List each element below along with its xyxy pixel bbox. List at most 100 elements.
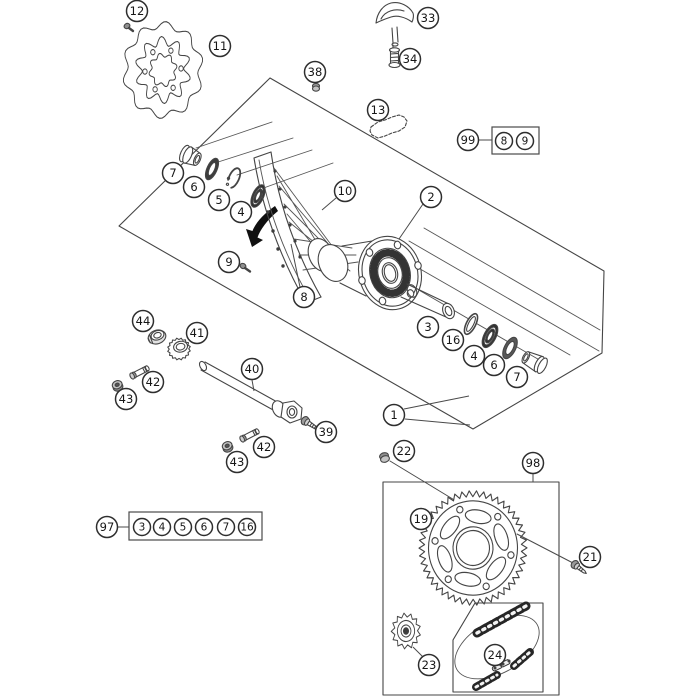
kit-item-circle[interactable] <box>173 517 193 537</box>
callout-label: 3 <box>424 320 431 334</box>
callout-circle[interactable] <box>252 435 276 459</box>
callout-6-18[interactable]: 6 <box>482 353 506 377</box>
callout-circle[interactable] <box>483 643 507 667</box>
callout-circle[interactable] <box>416 6 440 30</box>
callout-11-1[interactable]: 11 <box>208 34 232 58</box>
kit-item-circle[interactable] <box>216 517 236 537</box>
callout-43-24[interactable]: 43 <box>114 387 138 411</box>
callout-circle[interactable] <box>217 250 241 274</box>
callout-98-30[interactable]: 98 <box>521 451 545 475</box>
callout-circle[interactable] <box>416 315 440 339</box>
callout-label: 98 <box>526 456 541 470</box>
callout-13-5[interactable]: 13 <box>366 98 390 122</box>
callout-circle[interactable] <box>419 185 443 209</box>
callout-circle[interactable] <box>208 34 232 58</box>
leader-line-8 <box>290 243 301 288</box>
kit-item-circle[interactable] <box>494 131 514 151</box>
callout-label: 8 <box>300 290 307 304</box>
callout-circle[interactable] <box>95 515 119 539</box>
callout-circle[interactable] <box>409 507 433 531</box>
kit-97-item-6[interactable]: 6 <box>194 517 214 537</box>
callout-16-16[interactable]: 16 <box>441 328 465 352</box>
callout-circle[interactable] <box>303 60 327 84</box>
kit-99-item-9[interactable]: 9 <box>515 131 535 151</box>
callout-circle[interactable] <box>398 47 422 71</box>
callout-circle[interactable] <box>417 653 441 677</box>
callout-circle[interactable] <box>240 357 264 381</box>
callout-7-19[interactable]: 7 <box>505 365 529 389</box>
callout-38-4[interactable]: 38 <box>303 60 327 84</box>
kit-item-circle[interactable] <box>515 131 535 151</box>
callout-2-8[interactable]: 2 <box>419 185 443 209</box>
callout-42-23[interactable]: 42 <box>141 370 165 394</box>
callout-9-13[interactable]: 9 <box>217 250 241 274</box>
callout-circle[interactable] <box>456 128 480 152</box>
kit-97-item-16[interactable]: 16 <box>237 517 257 537</box>
callout-circle[interactable] <box>441 328 465 352</box>
callout-circle[interactable] <box>207 188 231 212</box>
callout-39-26[interactable]: 39 <box>314 420 338 444</box>
callout-8-14[interactable]: 8 <box>292 285 316 309</box>
kit-item-circle[interactable] <box>152 517 172 537</box>
callout-circle[interactable] <box>292 285 316 309</box>
callout-22-29[interactable]: 22 <box>392 439 416 463</box>
callout-circle[interactable] <box>505 365 529 389</box>
callout-19-31[interactable]: 19 <box>409 507 433 531</box>
callout-41-22[interactable]: 41 <box>185 321 209 345</box>
callout-23-34[interactable]: 23 <box>417 653 441 677</box>
callout-10-7[interactable]: 10 <box>333 179 357 203</box>
callout-4-12[interactable]: 4 <box>229 200 253 224</box>
callout-1-20[interactable]: 1 <box>382 403 406 427</box>
callout-circle[interactable] <box>521 451 545 475</box>
callout-24-35[interactable]: 24 <box>483 643 507 667</box>
callout-42-27[interactable]: 42 <box>252 435 276 459</box>
callout-33-2[interactable]: 33 <box>416 6 440 30</box>
callout-circle[interactable] <box>392 439 416 463</box>
callout-43-28[interactable]: 43 <box>225 450 249 474</box>
kit-99-item-8[interactable]: 8 <box>494 131 514 151</box>
callout-circle[interactable] <box>114 387 138 411</box>
callout-circle[interactable] <box>225 450 249 474</box>
callout-21-32[interactable]: 21 <box>578 545 602 569</box>
callout-label: 13 <box>371 103 386 117</box>
callout-4-17[interactable]: 4 <box>462 344 486 368</box>
callout-circle[interactable] <box>125 0 149 23</box>
callout-97-33[interactable]: 97 <box>95 515 119 539</box>
chain-run-right <box>510 648 534 670</box>
callout-circle[interactable] <box>462 344 486 368</box>
callout-circle[interactable] <box>578 545 602 569</box>
sprocket-bolt <box>570 560 587 575</box>
kit-97-item-4[interactable]: 4 <box>152 517 172 537</box>
callout-circle[interactable] <box>141 370 165 394</box>
callout-44-21[interactable]: 44 <box>131 309 155 333</box>
direction-arrow <box>246 206 278 247</box>
callout-circle[interactable] <box>182 175 206 199</box>
callout-circle[interactable] <box>185 321 209 345</box>
rear-sprocket <box>418 490 574 606</box>
callout-circle[interactable] <box>366 98 390 122</box>
callout-7-9[interactable]: 7 <box>161 161 185 185</box>
callout-circle[interactable] <box>161 161 185 185</box>
callout-6-10[interactable]: 6 <box>182 175 206 199</box>
callout-40-25[interactable]: 40 <box>240 357 264 381</box>
callout-99-6[interactable]: 99 <box>456 128 480 152</box>
kit-97-item-3[interactable]: 3 <box>132 517 152 537</box>
kit-97-item-7[interactable]: 7 <box>216 517 236 537</box>
callout-5-11[interactable]: 5 <box>207 188 231 212</box>
callout-circle[interactable] <box>314 420 338 444</box>
callout-label: 22 <box>397 444 412 458</box>
callout-circle[interactable] <box>131 309 155 333</box>
callout-circle[interactable] <box>229 200 253 224</box>
callout-circle[interactable] <box>382 403 406 427</box>
kit-item-circle[interactable] <box>194 517 214 537</box>
kit-item-circle[interactable] <box>132 517 152 537</box>
sprocket-kit-box <box>382 481 560 696</box>
callout-34-3[interactable]: 34 <box>398 47 422 71</box>
callout-circle[interactable] <box>482 353 506 377</box>
kit-item-circle[interactable] <box>237 517 257 537</box>
callout-3-15[interactable]: 3 <box>416 315 440 339</box>
callout-12-0[interactable]: 12 <box>125 0 149 23</box>
sprocket-slots <box>436 509 510 587</box>
kit-97-item-5[interactable]: 5 <box>173 517 193 537</box>
callout-circle[interactable] <box>333 179 357 203</box>
